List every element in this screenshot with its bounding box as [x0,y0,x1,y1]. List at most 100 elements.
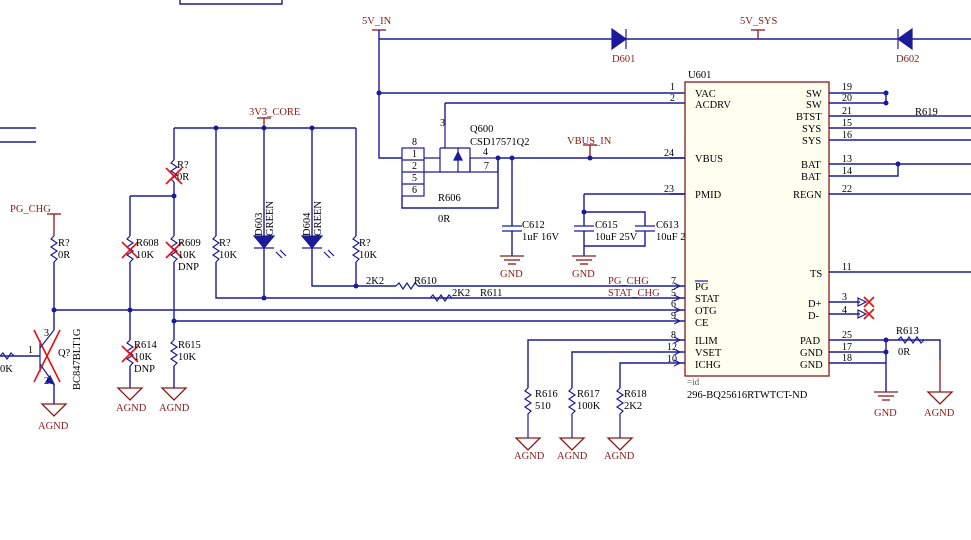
svg-text:5: 5 [412,173,417,184]
svg-text:D+: D+ [808,299,822,310]
top-partial-box [179,0,283,5]
svg-text:23: 23 [664,184,674,195]
svg-text:2K2: 2K2 [452,288,470,299]
svg-text:R618: R618 [624,389,647,400]
svg-text:C612: C612 [522,220,545,231]
svg-text:10K: 10K [219,250,238,261]
svg-text:10uF 2: 10uF 2 [656,232,685,243]
gnd-symbol-pad: GND [874,391,898,419]
svg-text:2: 2 [670,93,675,104]
svg-text:6: 6 [671,299,676,310]
svg-text:10K: 10K [136,250,155,261]
left-bus-lines [0,127,36,143]
svg-text:AGND: AGND [604,451,635,462]
agnd-symbols-ilim: AGND AGND AGND [514,437,635,462]
svg-text:GND: GND [500,269,523,280]
resistor-r618: R618 2K2 [615,387,647,438]
svg-text:15: 15 [842,118,852,129]
svg-text:BTST: BTST [796,112,822,123]
svg-text:1: 1 [412,149,417,160]
led-d604: D604 GREEN [300,201,335,259]
agnd-symbols-left: AGND AGND [116,387,190,414]
svg-text:3V3_CORE: 3V3_CORE [249,107,300,118]
svg-text:DNP: DNP [178,262,199,273]
resistor-r-top-0r: R? 0R [165,159,189,185]
svg-text:R608: R608 [136,238,159,249]
svg-text:20: 20 [842,93,852,104]
svg-text:PAD: PAD [800,336,820,347]
svg-text:6: 6 [412,185,417,196]
resistor-r615: R615 10K [169,339,201,367]
svg-text:8: 8 [412,137,417,148]
resistor-r7-left: R? 10K [211,235,238,263]
svg-text:R?: R? [177,160,189,171]
net-pg-chg: PG_CHG [10,204,61,236]
svg-text:24: 24 [664,148,674,159]
svg-text:STAT: STAT [695,294,720,305]
svg-text:9: 9 [671,311,676,322]
svg-text:C613: C613 [656,220,679,231]
net-vbus-in: VBUS_IN [567,136,612,158]
svg-text:10K: 10K [359,250,378,261]
svg-text:11: 11 [842,262,852,273]
gnd-symbol-pmid: GND [572,255,596,280]
svg-text:AGND: AGND [924,408,955,419]
svg-text:ILIM: ILIM [695,336,718,347]
svg-text:10K: 10K [178,250,197,261]
svg-text:=id: =id [687,377,700,387]
svg-text:2: 2 [412,161,417,172]
svg-text:0R: 0R [58,250,70,261]
svg-text:22: 22 [842,184,852,195]
resistor-r-pg-0r: R? 0R [49,235,70,263]
resistor-r614: R614 10K DNP [121,339,158,375]
resistor-r606: R606 0R [438,193,461,225]
svg-text:510: 510 [535,401,551,412]
diode-d602 [896,27,913,51]
resistor-r608: R608 10K [121,235,159,263]
svg-text:10uF 25V: 10uF 25V [595,232,638,243]
svg-text:R?: R? [219,238,231,249]
svg-text:R613: R613 [896,326,919,337]
svg-text:2: 2 [44,376,49,387]
resistor-r611: 2K2 R611 [429,288,502,303]
svg-text:100K: 100K [577,401,601,412]
svg-text:BAT: BAT [801,172,821,183]
resistor-r609: R609 10K DNP [165,235,201,273]
svg-text:GREEN: GREEN [265,201,276,236]
led-d603: D603 GREEN [252,201,287,259]
svg-text:PG: PG [695,282,709,293]
svg-text:C615: C615 [595,220,618,231]
resistor-r610: 2K2 R610 [366,276,437,291]
svg-text:10: 10 [667,354,677,365]
svg-text:TS: TS [810,269,822,280]
capacitor-c613: C613 10uF 2 [584,220,685,247]
d601-ref: D601 [612,54,635,65]
svg-text:AGND: AGND [38,421,69,432]
stat-chg-net-label: STAT_CHG [608,288,660,299]
u601-ref: U601 [688,70,711,81]
resistor-r617: R617 100K [567,387,601,438]
svg-text:R617: R617 [577,389,600,400]
svg-text:BC847BLT1G: BC847BLT1G [72,328,83,390]
svg-text:VBUS: VBUS [695,154,723,165]
svg-text:19: 19 [842,82,852,93]
svg-text:4: 4 [842,305,847,316]
svg-text:2K2: 2K2 [624,401,642,412]
svg-text:PMID: PMID [695,190,722,201]
svg-text:BAT: BAT [801,160,821,171]
u601-right-pins: 19 SW 20 SW 21 BTST 15 SYS 16 SYS 13 BAT… [793,82,971,392]
mosfet-q600: 8 1 2 5 6 3 4 7 Q600 CSD17571Q2 [401,118,530,197]
svg-text:R615: R615 [178,340,201,351]
svg-text:8: 8 [671,330,676,341]
net-5v-in: 5V_IN [362,16,392,31]
svg-text:R606: R606 [438,193,461,204]
svg-text:AGND: AGND [159,403,190,414]
svg-text:VBUS_IN: VBUS_IN [567,136,612,147]
svg-text:DNP: DNP [134,364,155,375]
u601-left-pins: 1 VAC 2 ACDRV 24 VBUS 23 PMID 7 PG 5 STA… [664,82,731,371]
resistor-r616: R616 510 [523,387,558,438]
gnd-symbol-c612: GND [500,255,524,280]
d602-ref: D602 [896,54,919,65]
svg-text:5V_SYS: 5V_SYS [740,16,778,27]
pg-chg-net-label: PG_CHG [608,276,649,287]
